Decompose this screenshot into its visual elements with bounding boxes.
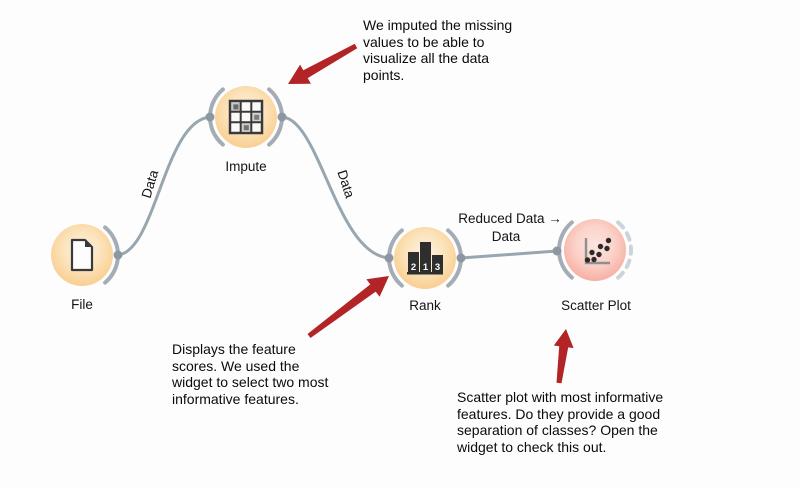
annotation-rank-note[interactable]: Displays the feature scores. We used the… [172, 341, 329, 407]
link-label-rank-scatter-line2: Data [491, 229, 521, 244]
grid-impute-icon [228, 99, 264, 135]
anchor-dot [456, 253, 466, 263]
widget-file[interactable] [51, 224, 113, 286]
annotation-scatter-note[interactable]: Scatter plot with most informative featu… [457, 389, 664, 455]
link-rank-scatter[interactable] [460, 249, 558, 260]
svg-text:3: 3 [435, 262, 440, 273]
widget-scatter-plot[interactable] [564, 219, 626, 281]
svg-text:2: 2 [411, 262, 416, 273]
link-file-impute[interactable] [117, 115, 211, 257]
link-impute-rank[interactable] [281, 115, 390, 260]
widget-rank[interactable]: 2 1 3 [394, 227, 456, 289]
annotation-arrow-scatter[interactable] [553, 329, 574, 384]
anchor-dot [113, 250, 123, 260]
widget-label-file: File [71, 297, 93, 312]
widget-impute[interactable] [215, 86, 277, 148]
anchor-dot [205, 112, 215, 122]
annotation-arrow-impute[interactable] [288, 43, 358, 84]
ranked-bars-icon: 2 1 3 [407, 242, 443, 275]
svg-text:1: 1 [423, 262, 429, 273]
annotation-impute-note[interactable]: We imputed the missing values to be able… [363, 17, 513, 83]
widget-label-impute: Impute [225, 159, 267, 174]
link-label-rank-scatter-line1: Reduced Data → [458, 211, 562, 226]
document-icon [70, 238, 94, 272]
anchor-dot [384, 253, 394, 263]
widget-label-rank: Rank [409, 298, 441, 313]
anchor-dot [552, 246, 562, 256]
scatterplot-icon [584, 237, 612, 265]
widget-label-scatter-plot: Scatter Plot [561, 298, 631, 313]
scatter-output-arc-dashed [616, 220, 633, 280]
anchor-dot [277, 112, 287, 122]
annotation-arrow-rank[interactable] [307, 276, 390, 338]
